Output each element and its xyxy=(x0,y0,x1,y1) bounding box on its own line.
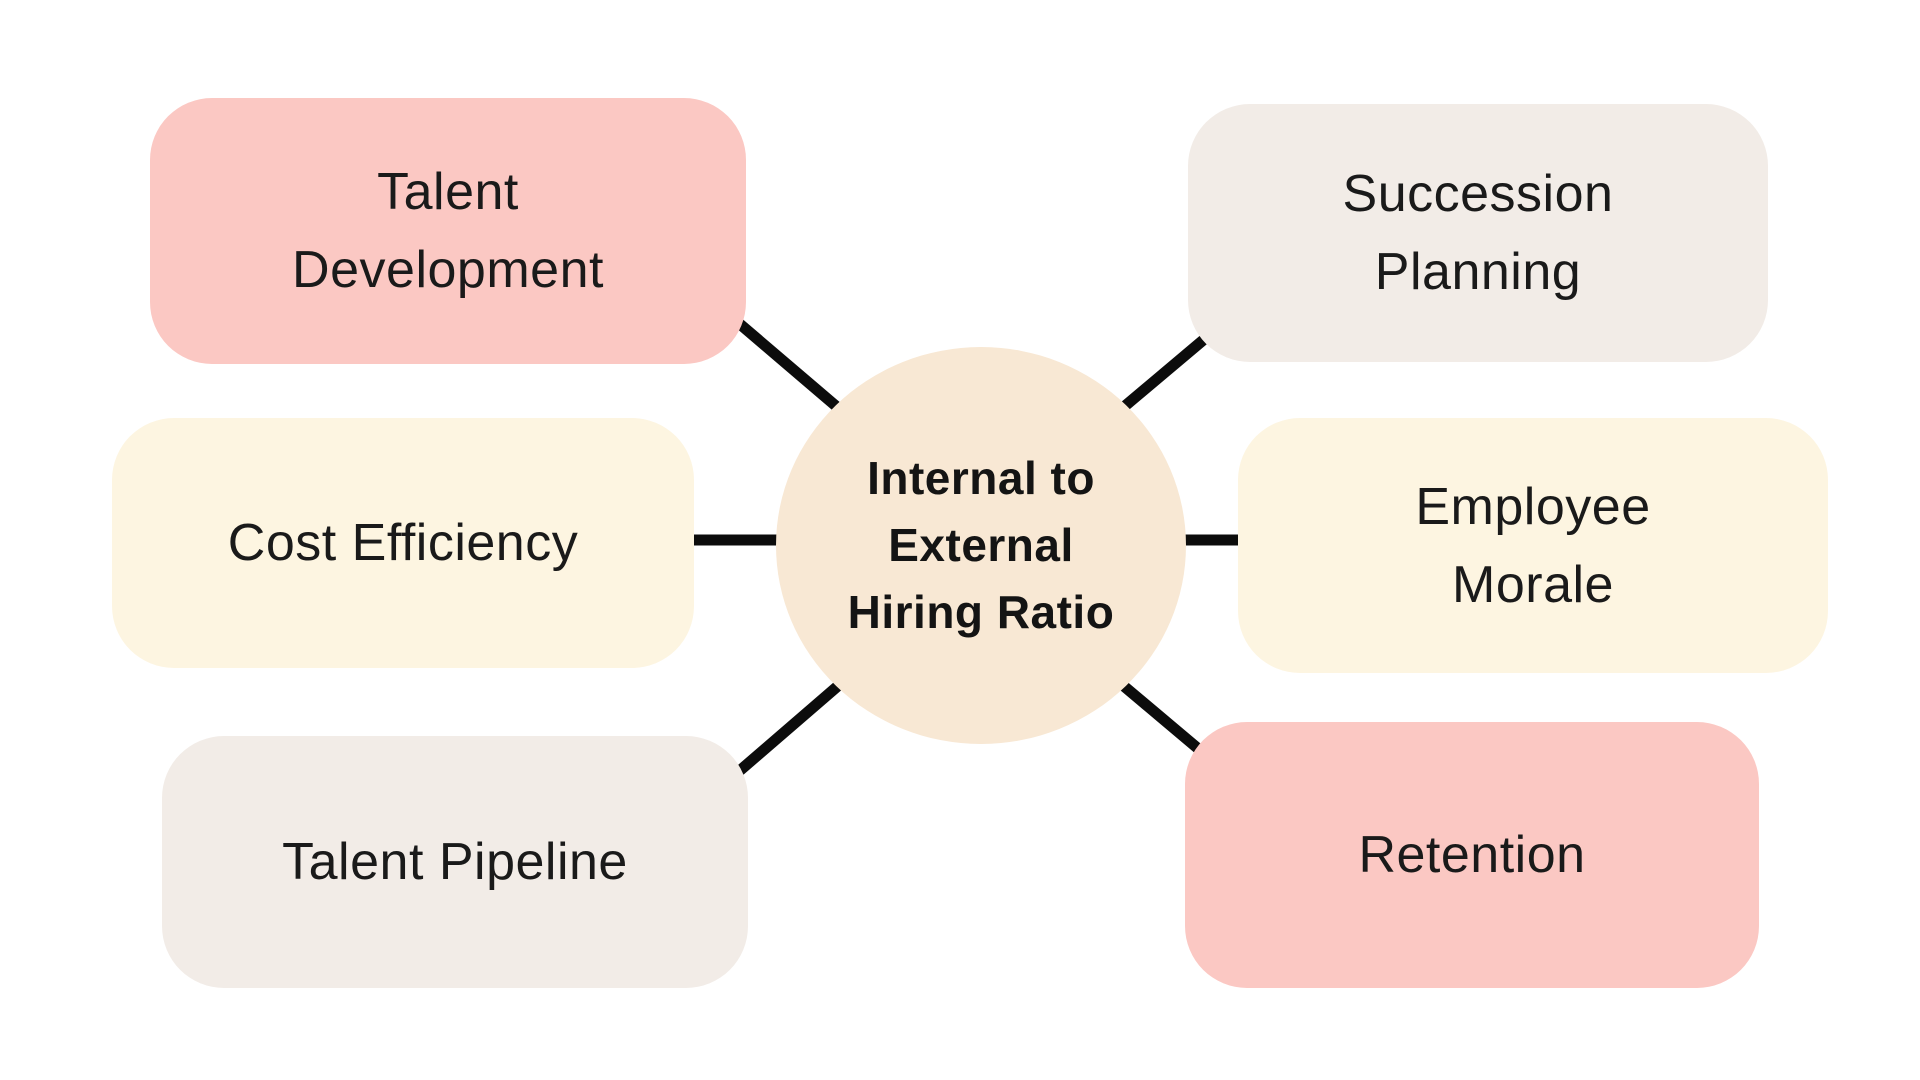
node-employee-morale: Employee Morale xyxy=(1238,418,1828,673)
node-label: Cost Efficiency xyxy=(227,514,579,572)
node-cost-efficiency: Cost Efficiency xyxy=(112,418,694,668)
center-node-hiring-ratio: Internal to External Hiring Ratio xyxy=(776,347,1186,744)
node-label: Planning xyxy=(1374,243,1582,301)
center-node-label: Hiring Ratio xyxy=(847,585,1115,638)
node-label: Employee xyxy=(1415,477,1651,536)
node-talent-development: Talent Development xyxy=(150,98,746,364)
node-label: Succession xyxy=(1342,165,1614,223)
node-talent-pipeline: Talent Pipeline xyxy=(162,736,748,988)
node-label: Retention xyxy=(1358,826,1586,884)
node-label: Talent Pipeline xyxy=(282,833,628,891)
node-label: Morale xyxy=(1452,555,1614,614)
node-label: Development xyxy=(292,241,604,299)
node-succession-planning: Succession Planning xyxy=(1188,104,1768,362)
center-node-label: Internal to xyxy=(867,452,1095,505)
node-label: Talent xyxy=(377,163,519,221)
center-node-label: External xyxy=(888,519,1074,572)
node-retention: Retention xyxy=(1185,722,1759,988)
